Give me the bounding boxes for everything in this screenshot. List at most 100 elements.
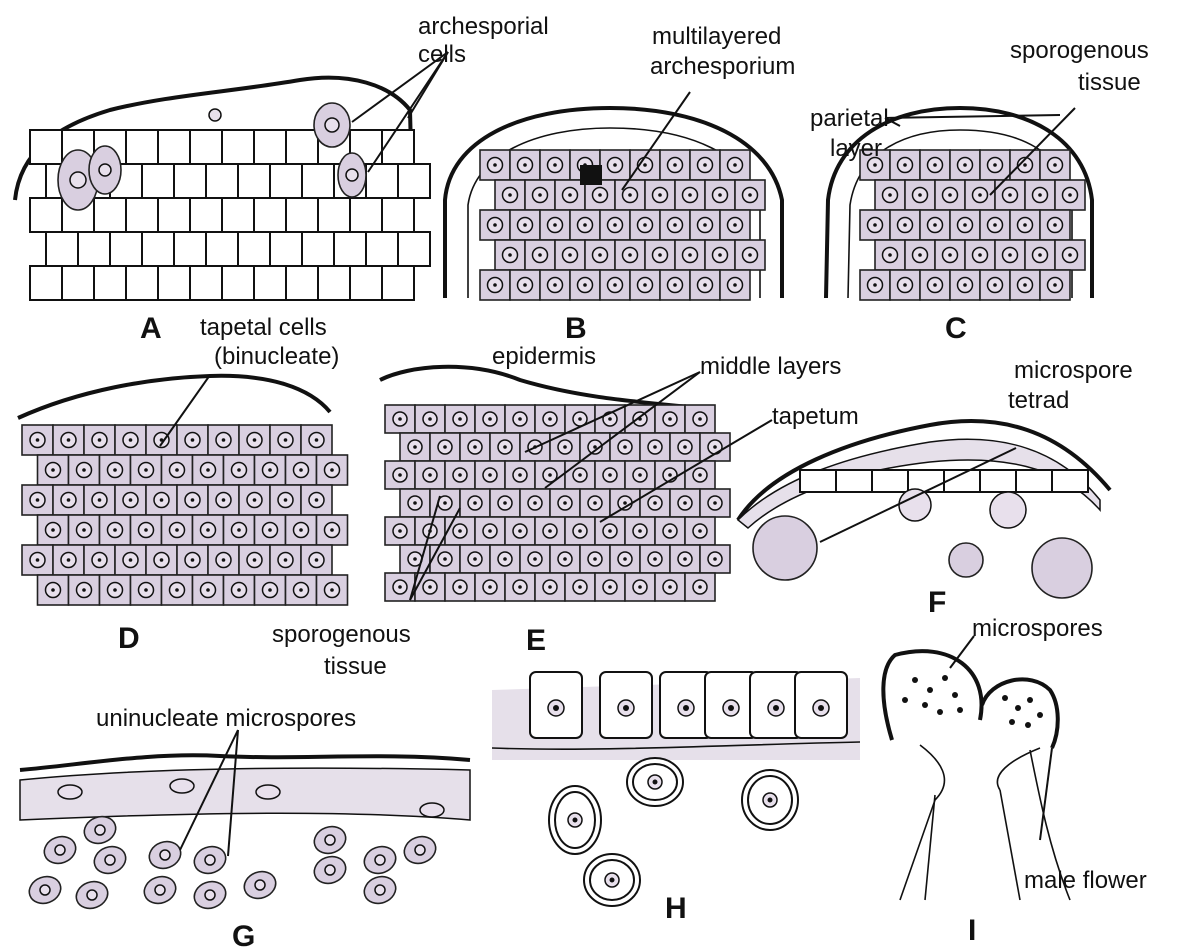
cell-texture [51, 588, 55, 592]
cell-texture [174, 164, 206, 198]
cell-texture [518, 529, 522, 533]
label-tapetal-cells: tapetal cells [200, 314, 327, 341]
cell-texture [30, 266, 62, 300]
cell-texture [222, 558, 226, 562]
cell-texture [963, 223, 967, 227]
cell-texture [1016, 470, 1052, 492]
panel-f-drawing [738, 421, 1110, 598]
cell-texture [1023, 223, 1027, 227]
cell-texture [948, 253, 952, 257]
cell-texture [927, 687, 933, 693]
cell-texture [190, 266, 222, 300]
cell-texture [142, 164, 174, 198]
panel-h-drawing [492, 672, 860, 906]
cell-texture [918, 193, 922, 197]
cell-texture [942, 675, 948, 681]
cell-texture [1023, 283, 1027, 287]
cell-texture [428, 585, 432, 589]
cell-texture [643, 283, 647, 287]
cell-texture [653, 501, 657, 505]
cell-texture [538, 193, 542, 197]
label-tetrad: tetrad [1008, 387, 1069, 414]
cell-texture [113, 588, 117, 592]
cell-texture [253, 498, 257, 502]
cell-texture [888, 253, 892, 257]
cell-texture [718, 193, 722, 197]
cell-texture [191, 498, 195, 502]
cell-texture [270, 232, 302, 266]
cell-texture [253, 558, 257, 562]
cell-texture [623, 501, 627, 505]
cell-texture [800, 470, 836, 492]
cell-texture [428, 417, 432, 421]
cell-texture [713, 501, 717, 505]
cell-texture [623, 557, 627, 561]
cell-texture [523, 163, 527, 167]
label-microspores: microspores [972, 615, 1103, 642]
cell-texture [87, 890, 97, 900]
cell-texture [888, 193, 892, 197]
cell-texture [270, 164, 302, 198]
cell-texture [1023, 163, 1027, 167]
cell-texture [1025, 722, 1031, 728]
cell-texture [688, 193, 692, 197]
cell-texture [170, 779, 194, 793]
cell-texture [191, 438, 195, 442]
cell-texture [82, 588, 86, 592]
cell-texture [518, 585, 522, 589]
cell-texture [713, 557, 717, 561]
panel-d-drawing [18, 376, 348, 605]
cell-texture [58, 785, 82, 799]
cell-texture [413, 557, 417, 561]
cell-texture [683, 501, 687, 505]
cell-texture [993, 283, 997, 287]
cell-texture [330, 468, 334, 472]
cell-texture [533, 557, 537, 561]
cell-texture [253, 438, 257, 442]
cell-texture [593, 445, 597, 449]
label-archesporial: archesporial [418, 13, 549, 40]
cell-texture [1053, 283, 1057, 287]
cell-texture [268, 588, 272, 592]
cell-texture [628, 253, 632, 257]
cell-texture [334, 232, 366, 266]
cell-texture [413, 501, 417, 505]
cell-texture [398, 585, 402, 589]
cell-texture [318, 266, 350, 300]
cell-texture [382, 130, 414, 164]
cell-texture [873, 163, 877, 167]
cell-texture [222, 438, 226, 442]
cell-texture [458, 585, 462, 589]
cell-texture [673, 163, 677, 167]
cell-texture [67, 438, 71, 442]
panel-letter-h: H [665, 892, 687, 925]
cell-texture [673, 283, 677, 287]
cell-texture [1008, 193, 1012, 197]
cell-texture [206, 468, 210, 472]
cell-texture [126, 130, 158, 164]
cell-texture [488, 417, 492, 421]
cell-texture [668, 585, 672, 589]
cell-texture [330, 588, 334, 592]
cell-texture [963, 283, 967, 287]
cell-texture [523, 283, 527, 287]
cell-texture [993, 223, 997, 227]
cell-texture [254, 266, 286, 300]
label-tapetum: tapetum [772, 403, 859, 430]
panel-letter-d: D [118, 622, 140, 655]
cell-texture [538, 253, 542, 257]
cell-texture [638, 473, 642, 477]
cell-texture [508, 253, 512, 257]
cell-texture [315, 438, 319, 442]
cell-texture [563, 501, 567, 505]
cell-texture [398, 529, 402, 533]
cell-texture [703, 223, 707, 227]
cell-texture [503, 445, 507, 449]
panel-letter-i: I [968, 914, 976, 947]
cell-texture [98, 498, 102, 502]
cell-texture [673, 223, 677, 227]
cell-texture [191, 558, 195, 562]
cell-texture [533, 501, 537, 505]
cell-texture [302, 232, 334, 266]
cell-texture [553, 223, 557, 227]
